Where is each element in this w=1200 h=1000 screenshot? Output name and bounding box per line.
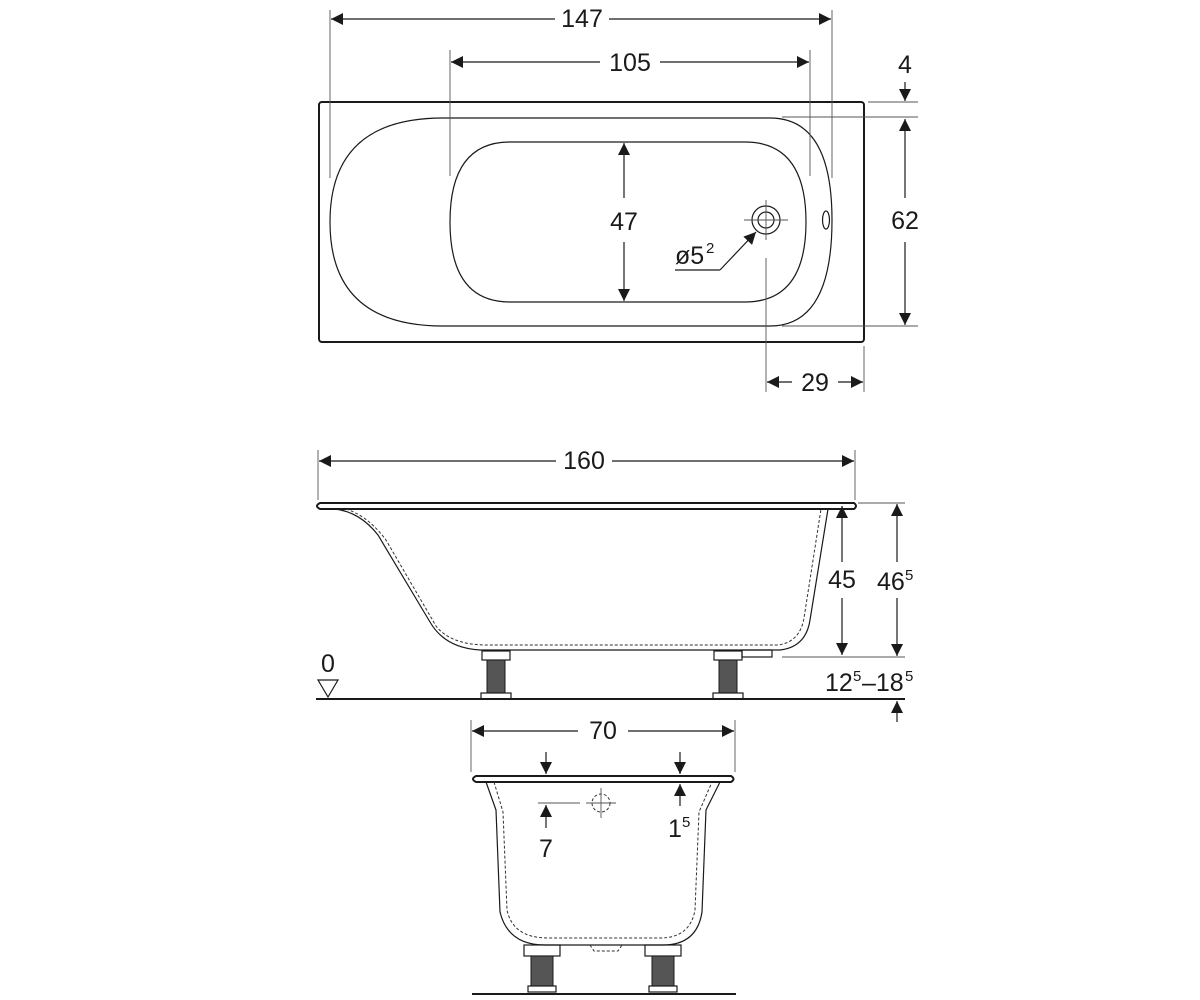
tub-inner-edge xyxy=(329,117,833,327)
overflow-position-icon xyxy=(586,788,616,818)
label-drain-offset: 29 xyxy=(801,369,829,397)
label-overall-length: 147 xyxy=(561,5,603,33)
top-view: 147 105 4 62 47 xyxy=(318,5,919,397)
side-rim xyxy=(316,502,857,510)
end-outer-shell xyxy=(485,781,721,946)
label-depth: 45 xyxy=(828,566,856,594)
side-view: 0 160 45 46 5 12 5 xyxy=(316,447,913,722)
end-rim xyxy=(472,775,735,783)
label-overall-width: 62 xyxy=(891,207,919,235)
dim-feet-range: 12 5 –18 5 xyxy=(825,668,913,722)
side-outer-shell xyxy=(334,508,829,651)
label-side-length: 160 xyxy=(563,447,605,475)
label-floor-level: 0 xyxy=(321,650,335,678)
drain-icon xyxy=(744,200,788,240)
label-rim-thickness-sup: 5 xyxy=(682,814,690,831)
dim-inner-length: 105 xyxy=(449,49,811,176)
dim-end-width: 70 xyxy=(470,717,736,772)
label-end-width: 70 xyxy=(589,717,617,745)
label-total-height-sup: 5 xyxy=(905,567,913,584)
foot-right xyxy=(712,650,744,700)
label-rim-top: 4 xyxy=(898,51,912,79)
tub-basin-floor xyxy=(449,141,807,303)
dim-total-height: 46 5 xyxy=(858,502,913,656)
label-feet-range-sep: –18 xyxy=(862,669,904,697)
dim-overflow-height: 7 xyxy=(538,752,580,863)
dim-drain-diameter: ø5 2 xyxy=(675,231,757,271)
dim-overall-width: 62 xyxy=(782,119,919,327)
label-overflow-height: 7 xyxy=(539,835,553,863)
floor-level-marker: 0 xyxy=(316,650,340,699)
end-foot-right xyxy=(644,944,682,993)
dim-rim-thickness: 1 5 xyxy=(668,752,690,843)
label-feet-range-a-sup: 5 xyxy=(853,668,861,685)
overflow-icon xyxy=(821,210,831,230)
tub-outer-rim xyxy=(318,101,865,343)
dim-overall-length: 147 xyxy=(329,5,833,178)
end-inner-shell xyxy=(493,781,713,939)
label-feet-range-b-sup: 5 xyxy=(905,668,913,685)
end-drain-outlet xyxy=(589,944,623,952)
label-feet-range-a: 12 xyxy=(825,669,853,697)
dim-side-length: 160 xyxy=(317,447,856,500)
side-drain-outlet xyxy=(741,649,773,658)
label-inner-width: 47 xyxy=(610,208,638,236)
dim-depth: 45 xyxy=(782,506,905,658)
label-rim-thickness: 1 xyxy=(668,815,682,843)
label-inner-length: 105 xyxy=(609,49,651,77)
end-view: 70 7 1 5 xyxy=(470,717,736,995)
end-foot-left xyxy=(523,944,561,993)
dim-rim-top: 4 xyxy=(782,51,918,118)
foot-left xyxy=(480,650,512,700)
dim-inner-width: 47 xyxy=(610,143,638,301)
side-inner-shell xyxy=(345,508,822,646)
label-drain-diameter: ø5 xyxy=(675,242,704,270)
dim-drain-offset: 29 xyxy=(765,258,865,397)
label-total-height: 46 xyxy=(877,568,905,596)
label-drain-diameter-sup: 2 xyxy=(706,240,714,257)
